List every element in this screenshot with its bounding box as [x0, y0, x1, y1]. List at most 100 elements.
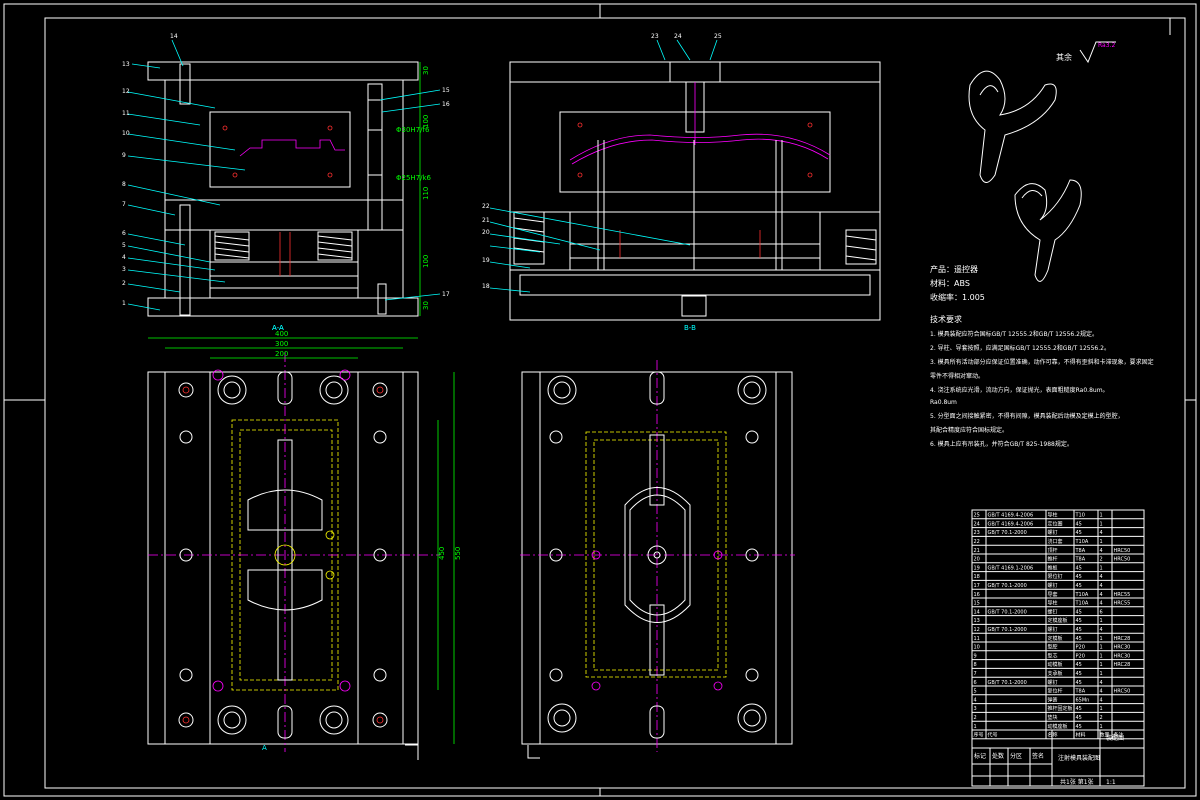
bom-cell: 螺钉: [1048, 679, 1058, 686]
bom-cell: 支承板: [1048, 670, 1063, 677]
bom-cell: 螺钉: [1048, 626, 1058, 633]
bom-cell: 65Mn: [1076, 697, 1090, 703]
callout-7: 7: [122, 201, 126, 208]
view-a-label: A: [262, 744, 267, 752]
bom-cell: 45: [1076, 627, 1082, 633]
section-view-right: B-B: [509, 61, 881, 332]
callout-19: 19: [482, 257, 490, 264]
callout-17: 17: [442, 291, 450, 298]
fit-left-1: Φ30H7/f6: [396, 126, 430, 134]
tech-requirements: 技术要求 1. 模具装配应符合国标GB/T 12555.2和GB/T 12556…: [930, 314, 1154, 448]
tb-label-3: 分区: [1010, 752, 1022, 760]
bom-cell: 16: [974, 592, 980, 598]
bom-cell: 19: [974, 565, 980, 571]
tech-item-1: 1. 模具装配应符合国标GB/T 12555.2和GB/T 12556.2规定。: [930, 330, 1098, 338]
callout-9: 9: [122, 152, 126, 159]
callouts-left: 13 14 12 11 10 9 8 7 6 5 4 3 2 1 15 16 1…: [122, 33, 450, 307]
bom-cell: 22: [974, 539, 980, 545]
bom-header-cell: 代号: [988, 732, 998, 739]
bom-cell: GB/T 70.1-2000: [988, 583, 1027, 589]
tb-label-2: 处数: [992, 752, 1004, 760]
roughness-value: Ra3.2: [1098, 42, 1115, 49]
bom-cell: T10A: [1075, 539, 1089, 545]
bom-cell: 限位钉: [1048, 573, 1063, 580]
bom-cell: HRC50: [1114, 557, 1131, 563]
bom-cell: 4: [1100, 592, 1103, 598]
bom-cell: 4: [1100, 627, 1103, 633]
bom-cell: 7: [974, 671, 977, 677]
bom-cell: 45: [1076, 583, 1082, 589]
corner-mark: [1130, 17, 1171, 35]
bom-cell: 45: [1076, 530, 1082, 536]
title-scale: 1:1: [1106, 779, 1116, 786]
bom-cell: T10: [1075, 513, 1085, 519]
bom-cell: 5: [974, 689, 977, 695]
bom-cell: 4: [1100, 680, 1103, 686]
bom-cell: 1: [1100, 724, 1103, 730]
bom-cell: 推杆固定板: [1048, 705, 1073, 712]
bom-cell: 动模座板: [1048, 723, 1068, 730]
dim-left-1: 30: [422, 66, 430, 75]
bom-cell: 45: [1076, 609, 1082, 615]
bom-cell: 1: [1100, 521, 1103, 527]
bom-cell: 23: [974, 530, 980, 536]
bom-cell: 1: [1100, 565, 1103, 571]
bom-cell: 导柱: [1048, 512, 1058, 519]
callout-20: 20: [482, 229, 490, 236]
callout-4: 4: [122, 254, 126, 261]
bom-cell: 型腔: [1048, 644, 1058, 651]
fit-left-2: Φ25H7/k6: [396, 174, 432, 182]
callout-22: 22: [482, 203, 490, 210]
leaders-right: [489, 39, 718, 293]
bom-cell: 螺钉: [1048, 529, 1058, 536]
bom-cell: 弹簧: [1048, 696, 1058, 703]
bom-cell: 45: [1076, 715, 1082, 721]
bom-cell: 4: [1100, 601, 1103, 607]
bom-cell: 45: [1076, 724, 1082, 730]
bom-cell: 导套: [1048, 591, 1058, 598]
bom-cell: 1: [974, 724, 977, 730]
title-sheet: 共1张 第1张: [1060, 778, 1094, 786]
dim-plan-550: 550: [454, 547, 462, 560]
callout-25: 25: [714, 33, 722, 40]
bom-cell: 17: [974, 583, 980, 589]
plan-view-left: 400 300 200 550 450 A-A A: [147, 324, 462, 760]
bom-cell: 4: [1100, 574, 1103, 580]
bom-cell: HRC55: [1114, 592, 1131, 598]
bom-cell: 6: [1100, 609, 1103, 615]
bom-cell: 定位圈: [1048, 520, 1063, 527]
bom-cell: 45: [1076, 680, 1082, 686]
dim-plan-300: 300: [275, 340, 288, 348]
bom-cell: 21: [974, 548, 980, 554]
bom-cell: GB/T 70.1-2000: [988, 530, 1027, 536]
bom-cell: 复位杆: [1048, 688, 1063, 695]
bom-cell: 1: [1100, 662, 1103, 668]
product-sketch: [968, 70, 1082, 282]
tech-item-4b: Ra0.8um: [930, 399, 957, 406]
tech-item-3b: 零件不得相对窜动。: [930, 372, 984, 380]
bom-cell: 24: [974, 521, 980, 527]
bom-cell: 动模板: [1048, 661, 1063, 668]
bom-cell: 6: [974, 680, 977, 686]
bom-cell: 2: [1100, 557, 1103, 563]
bom-cell: 螺钉: [1048, 582, 1058, 589]
bom-cell: 2: [974, 715, 977, 721]
tech-item-3: 3. 模具所有活动部分应保证位置准确，动作可靠，不得有歪斜和卡滞现象，要求固定: [930, 358, 1154, 366]
callout-10: 10: [122, 130, 130, 137]
dim-plan-450: 450: [438, 547, 446, 560]
callout-8: 8: [122, 181, 126, 188]
bom-cell: 45: [1076, 618, 1082, 624]
plan-view-right: [520, 360, 795, 759]
bom-cell: 25: [974, 513, 980, 519]
callout-13: 13: [122, 61, 130, 68]
dim-plan-400: 400: [275, 330, 288, 338]
bom-cell: HRC30: [1114, 645, 1131, 651]
callout-16: 16: [442, 101, 450, 108]
bom-cell: GB/T 4169.1-2006: [988, 565, 1034, 571]
title-drawing-name: 注射模具装配图: [1058, 754, 1100, 762]
bom-cell: 1: [1100, 618, 1103, 624]
section-view-left: 30 100 110 100 30 Φ30H7/f6 Φ25H7/k6 A-A: [147, 61, 432, 332]
bom-cell: T8A: [1075, 548, 1086, 554]
bom-cell: 定模座板: [1048, 617, 1068, 624]
